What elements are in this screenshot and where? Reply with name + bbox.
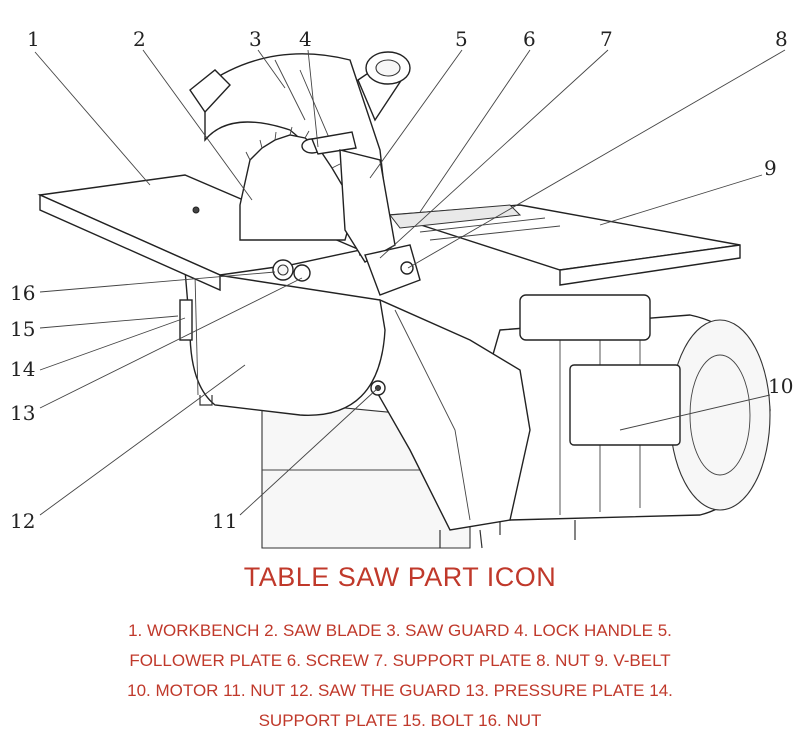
leader-1 xyxy=(34,51,151,186)
machine-illustration xyxy=(37,51,771,549)
workbench xyxy=(37,174,741,292)
leader-6 xyxy=(419,49,531,213)
callout-6: 6 xyxy=(523,27,536,51)
callout-12: 12 xyxy=(10,509,35,533)
legend-line: 1. WORKBENCH 2. SAW BLADE 3. SAW GUARD 4… xyxy=(128,621,672,640)
leader-4 xyxy=(307,49,319,148)
leader-16 xyxy=(39,271,276,293)
leader-12 xyxy=(39,364,246,516)
legend-line: FOLLOWER PLATE 6. SCREW 7. SUPPORT PLATE… xyxy=(129,651,671,670)
leader-13 xyxy=(39,277,303,409)
leader-2 xyxy=(142,49,253,201)
callout-5: 5 xyxy=(455,27,468,51)
leader-9 xyxy=(599,174,763,226)
leader-lines xyxy=(34,49,786,516)
callout-10: 10 xyxy=(768,374,793,398)
lower-guard xyxy=(179,269,386,416)
diagram-title: TABLE SAW PART ICON xyxy=(243,562,557,592)
parts-legend: 1. WORKBENCH 2. SAW BLADE 3. SAW GUARD 4… xyxy=(0,616,800,736)
leader-3 xyxy=(257,49,286,89)
leader-5 xyxy=(369,49,463,179)
legend-line: 10. MOTOR 11. NUT 12. SAW THE GUARD 13. … xyxy=(127,681,673,700)
leader-7 xyxy=(379,49,609,259)
leader-15 xyxy=(39,315,179,329)
leader-10 xyxy=(619,394,771,431)
callout-9: 9 xyxy=(764,156,777,180)
callout-3: 3 xyxy=(249,27,262,51)
callout-14: 14 xyxy=(10,357,35,381)
upper-guard xyxy=(189,51,411,257)
motor xyxy=(477,294,771,540)
leader-11 xyxy=(239,387,379,516)
leader-14 xyxy=(39,317,186,371)
callout-2: 2 xyxy=(133,27,146,51)
callout-11: 11 xyxy=(212,509,237,533)
lock-handle xyxy=(301,131,357,155)
table-saw-diagram: 1 2 3 4 5 6 7 8 9 10 11 12 13 14 15 16 xyxy=(10,27,793,549)
callout-16: 16 xyxy=(10,281,35,305)
leader-8 xyxy=(407,49,786,269)
callout-4: 4 xyxy=(299,27,312,51)
callout-8: 8 xyxy=(775,27,788,51)
callout-7: 7 xyxy=(600,27,613,51)
callout-15: 15 xyxy=(10,317,35,341)
callout-13: 13 xyxy=(10,401,35,425)
callout-1: 1 xyxy=(27,27,40,51)
callout-numbers: 1 2 3 4 5 6 7 8 9 10 11 12 13 14 15 16 xyxy=(10,27,793,533)
legend-line: SUPPORT PLATE 15. BOLT 16. NUT xyxy=(258,711,542,730)
